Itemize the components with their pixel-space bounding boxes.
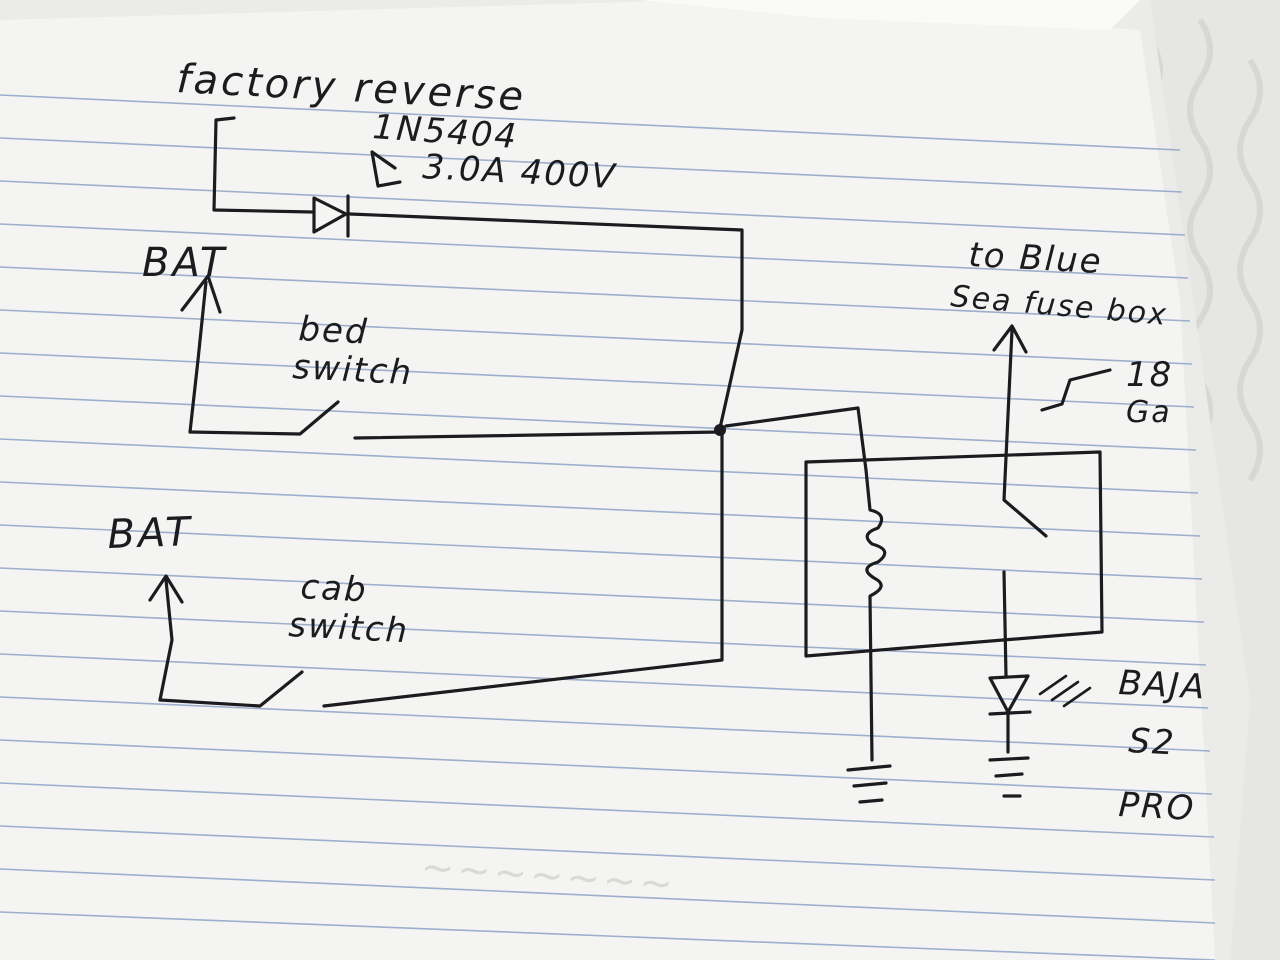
ground-icon [846, 764, 892, 804]
relay-contact-wire [1002, 328, 1048, 538]
main-bus-wire [348, 212, 744, 430]
label-light-1: BAJA [1118, 663, 1208, 708]
bed-switch-return [353, 430, 722, 440]
bed-switch-wire [188, 400, 340, 436]
led-icon [988, 674, 1092, 716]
label-bed-switch-1: bed [298, 309, 370, 353]
label-light-2: S2 [1128, 721, 1177, 763]
cab-switch-wire [158, 670, 304, 708]
notebook-page [0, 0, 1215, 960]
bat-arrow-top [180, 274, 222, 434]
factory-reverse-wire [212, 116, 314, 214]
label-wire-gauge-2: Ga [1126, 395, 1172, 430]
led-ground-icon [988, 756, 1030, 798]
relay-coil-icon [864, 468, 887, 762]
cab-switch-return [322, 432, 724, 708]
label-bed-switch-2: switch [292, 347, 414, 393]
label-wire-gauge-1: 18 [1126, 355, 1173, 395]
label-to-fuse-1: to Blue [968, 235, 1104, 282]
label-light-3: PRO [1118, 785, 1197, 829]
bat-arrow-bottom [148, 574, 184, 702]
fuse-box-arrow [992, 324, 1028, 354]
relay-box [804, 450, 1104, 658]
led-feed-wire [1002, 570, 1008, 678]
label-bat-top: BAT [142, 240, 228, 286]
diode-icon [312, 194, 350, 238]
label-cab-switch-1: cab [300, 567, 369, 610]
wire-gauge-pointer [1040, 368, 1112, 412]
pointer-to-diode [370, 150, 402, 188]
relay-coil-feed [724, 406, 868, 472]
junction-node [714, 424, 726, 436]
page-curl [640, 0, 1140, 30]
label-cab-switch-2: switch [288, 605, 410, 651]
label-bat-bottom: BAT [107, 509, 194, 558]
